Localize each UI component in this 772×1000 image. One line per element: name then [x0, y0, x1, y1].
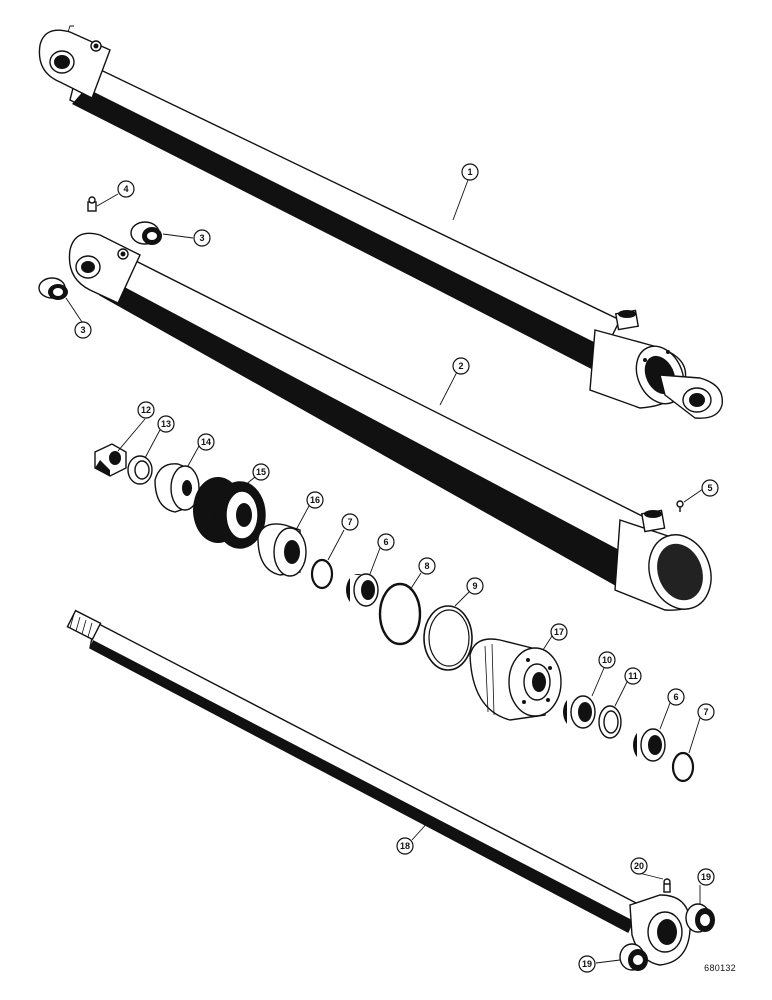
grease-fitting-4	[87, 196, 97, 212]
callout-15: 15	[252, 463, 270, 481]
svg-text:13: 13	[161, 419, 171, 429]
callout-12: 12	[137, 401, 155, 419]
svg-text:8: 8	[424, 561, 429, 571]
svg-text:7: 7	[703, 707, 708, 717]
svg-text:9: 9	[472, 581, 477, 591]
callout-3-lower: 3	[74, 321, 92, 339]
callout-16: 16	[306, 491, 324, 509]
callout-5: 5	[701, 479, 719, 497]
washer-13	[127, 455, 153, 485]
reference-code: 680132	[704, 963, 736, 973]
bushing-lower	[38, 277, 68, 300]
callout-2: 2	[452, 357, 470, 375]
svg-text:14: 14	[201, 437, 211, 447]
ring-11	[598, 705, 622, 739]
o-ring-8	[378, 582, 422, 646]
callout-19-right: 19	[697, 868, 715, 886]
piston-14	[154, 463, 200, 513]
gland-17	[469, 638, 562, 721]
callout-14: 14	[197, 433, 215, 451]
svg-text:17: 17	[554, 627, 564, 637]
leader-lines	[65, 179, 704, 964]
svg-text:10: 10	[602, 655, 612, 665]
svg-text:12: 12	[141, 405, 151, 415]
svg-text:19: 19	[701, 872, 711, 882]
svg-text:3: 3	[80, 325, 85, 335]
svg-text:4: 4	[123, 184, 128, 194]
bushing-19b	[619, 943, 648, 971]
svg-text:20: 20	[634, 861, 644, 871]
piston-seal-15	[193, 477, 266, 549]
svg-text:2: 2	[458, 361, 463, 371]
svg-text:11: 11	[628, 671, 638, 681]
callout-3-upper: 3	[193, 229, 211, 247]
callout-19-left: 19	[578, 955, 596, 973]
svg-text:6: 6	[673, 692, 678, 702]
callout-6-first: 6	[377, 533, 395, 551]
bushing-6b	[633, 728, 666, 762]
nut-12	[94, 443, 127, 477]
svg-text:18: 18	[400, 841, 410, 851]
bushing-19a	[685, 903, 715, 933]
callout-10: 10	[598, 651, 616, 669]
callout-4: 4	[117, 180, 135, 198]
callout-1: 1	[461, 163, 479, 181]
callout-6-second: 6	[667, 688, 685, 706]
o-ring-7a	[310, 558, 334, 590]
svg-text:3: 3	[199, 233, 204, 243]
svg-text:6: 6	[383, 537, 388, 547]
grease-fitting-20	[663, 878, 671, 893]
bushing-6a	[346, 573, 379, 607]
callout-17: 17	[550, 623, 568, 641]
o-ring-7b	[671, 751, 695, 783]
callout-9: 9	[466, 577, 484, 595]
svg-text:7: 7	[347, 517, 352, 527]
callout-13: 13	[157, 415, 175, 433]
callout-7-first: 7	[341, 513, 359, 531]
cylinder-barrel	[68, 232, 712, 611]
bushing-10	[563, 695, 596, 729]
svg-text:19: 19	[582, 959, 592, 969]
backup-ring-9	[423, 605, 473, 671]
svg-text:5: 5	[707, 483, 712, 493]
svg-text:1: 1	[467, 167, 472, 177]
piston-rod-18	[66, 609, 691, 966]
svg-text:16: 16	[310, 495, 320, 505]
bushing-upper	[130, 221, 162, 245]
piston-16	[257, 523, 307, 577]
callout-11: 11	[624, 667, 642, 685]
callout-18: 18	[396, 837, 414, 855]
svg-text:15: 15	[256, 467, 266, 477]
fitting-5	[676, 500, 684, 512]
cylinder-assembly	[38, 25, 724, 419]
callout-7-second: 7	[697, 703, 715, 721]
callout-20: 20	[630, 857, 648, 875]
callout-8: 8	[418, 557, 436, 575]
